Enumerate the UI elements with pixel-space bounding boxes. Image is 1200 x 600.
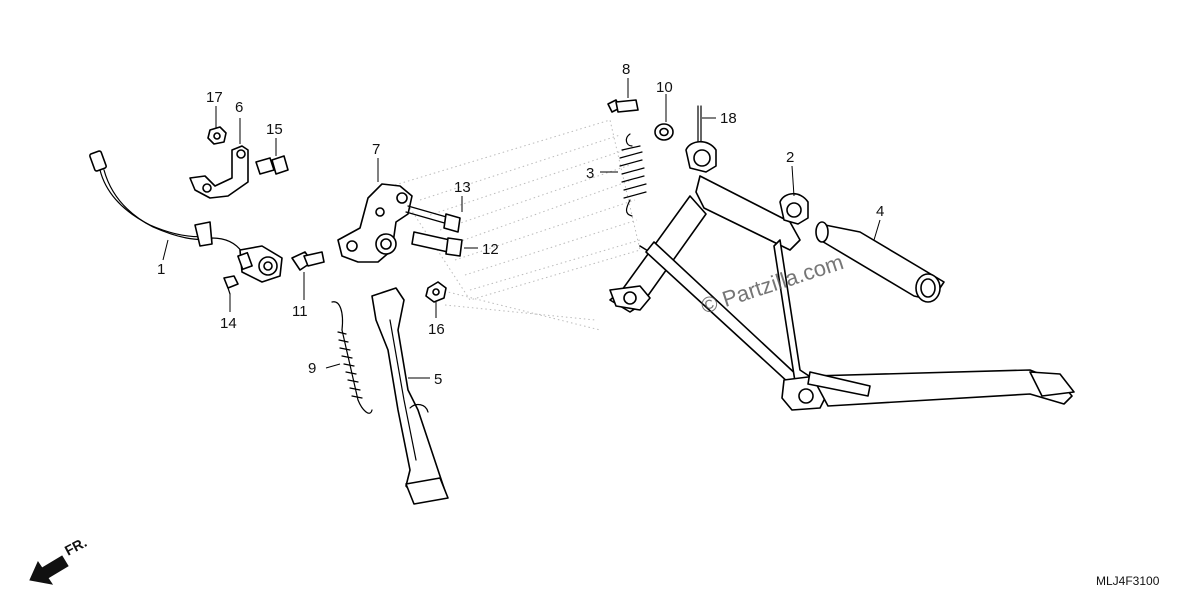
part-2-main-stand[interactable] (609, 140, 1075, 411)
callout-8[interactable]: 8 (622, 61, 630, 78)
callout-12[interactable]: 12 (482, 241, 499, 258)
part-1-side-stand-switch[interactable] (89, 150, 283, 283)
part-17-nut[interactable] (207, 126, 227, 145)
assembly-guide-dots (394, 119, 641, 331)
callout-3[interactable]: 3 (586, 165, 594, 182)
callout-13[interactable]: 13 (454, 179, 471, 196)
callout-4[interactable]: 4 (876, 203, 884, 220)
part-10-washer[interactable] (654, 123, 674, 141)
part-4-pipe[interactable] (815, 221, 945, 303)
part-5-side-stand[interactable] (371, 287, 449, 505)
part-18-pin[interactable] (697, 105, 702, 143)
part-15-bolt[interactable] (255, 155, 289, 175)
part-9-spring[interactable] (331, 301, 373, 414)
part-13-bolt[interactable] (405, 205, 461, 233)
diagram-code: MLJ4F3100 (1096, 574, 1160, 588)
callout-15[interactable]: 15 (266, 121, 283, 138)
callout-11[interactable]: 11 (292, 303, 308, 320)
part-16-nut[interactable] (425, 281, 447, 303)
callout-2[interactable]: 2 (786, 149, 794, 166)
part-6-bracket[interactable] (189, 145, 249, 199)
callout-18[interactable]: 18 (720, 110, 737, 127)
callout-9[interactable]: 9 (308, 360, 316, 377)
part-14-bolt[interactable] (223, 275, 239, 295)
part-8-bolt[interactable] (607, 99, 639, 113)
part-11-bolt[interactable] (291, 251, 325, 271)
callout-5[interactable]: 5 (434, 371, 442, 388)
part-3-spring[interactable] (619, 133, 647, 217)
callout-1[interactable]: 1 (157, 261, 165, 278)
watermark: © Partzilla.com (698, 249, 847, 319)
callout-14[interactable]: 14 (220, 315, 237, 332)
callout-6[interactable]: 6 (235, 99, 243, 116)
leader-lines (162, 78, 881, 379)
callout-17[interactable]: 17 (206, 89, 223, 106)
arrow-down-left-icon (29, 555, 69, 585)
callout-16[interactable]: 16 (428, 321, 445, 338)
part-7-pivot-bracket[interactable] (337, 183, 413, 263)
callout-10[interactable]: 10 (656, 79, 673, 96)
direction-label: FR. (62, 534, 89, 559)
callout-7[interactable]: 7 (372, 141, 380, 158)
callout-labels: 1 2 3 4 5 6 7 8 9 10 11 12 13 14 15 16 1… (157, 61, 884, 388)
part-12-bolt[interactable] (411, 231, 463, 257)
